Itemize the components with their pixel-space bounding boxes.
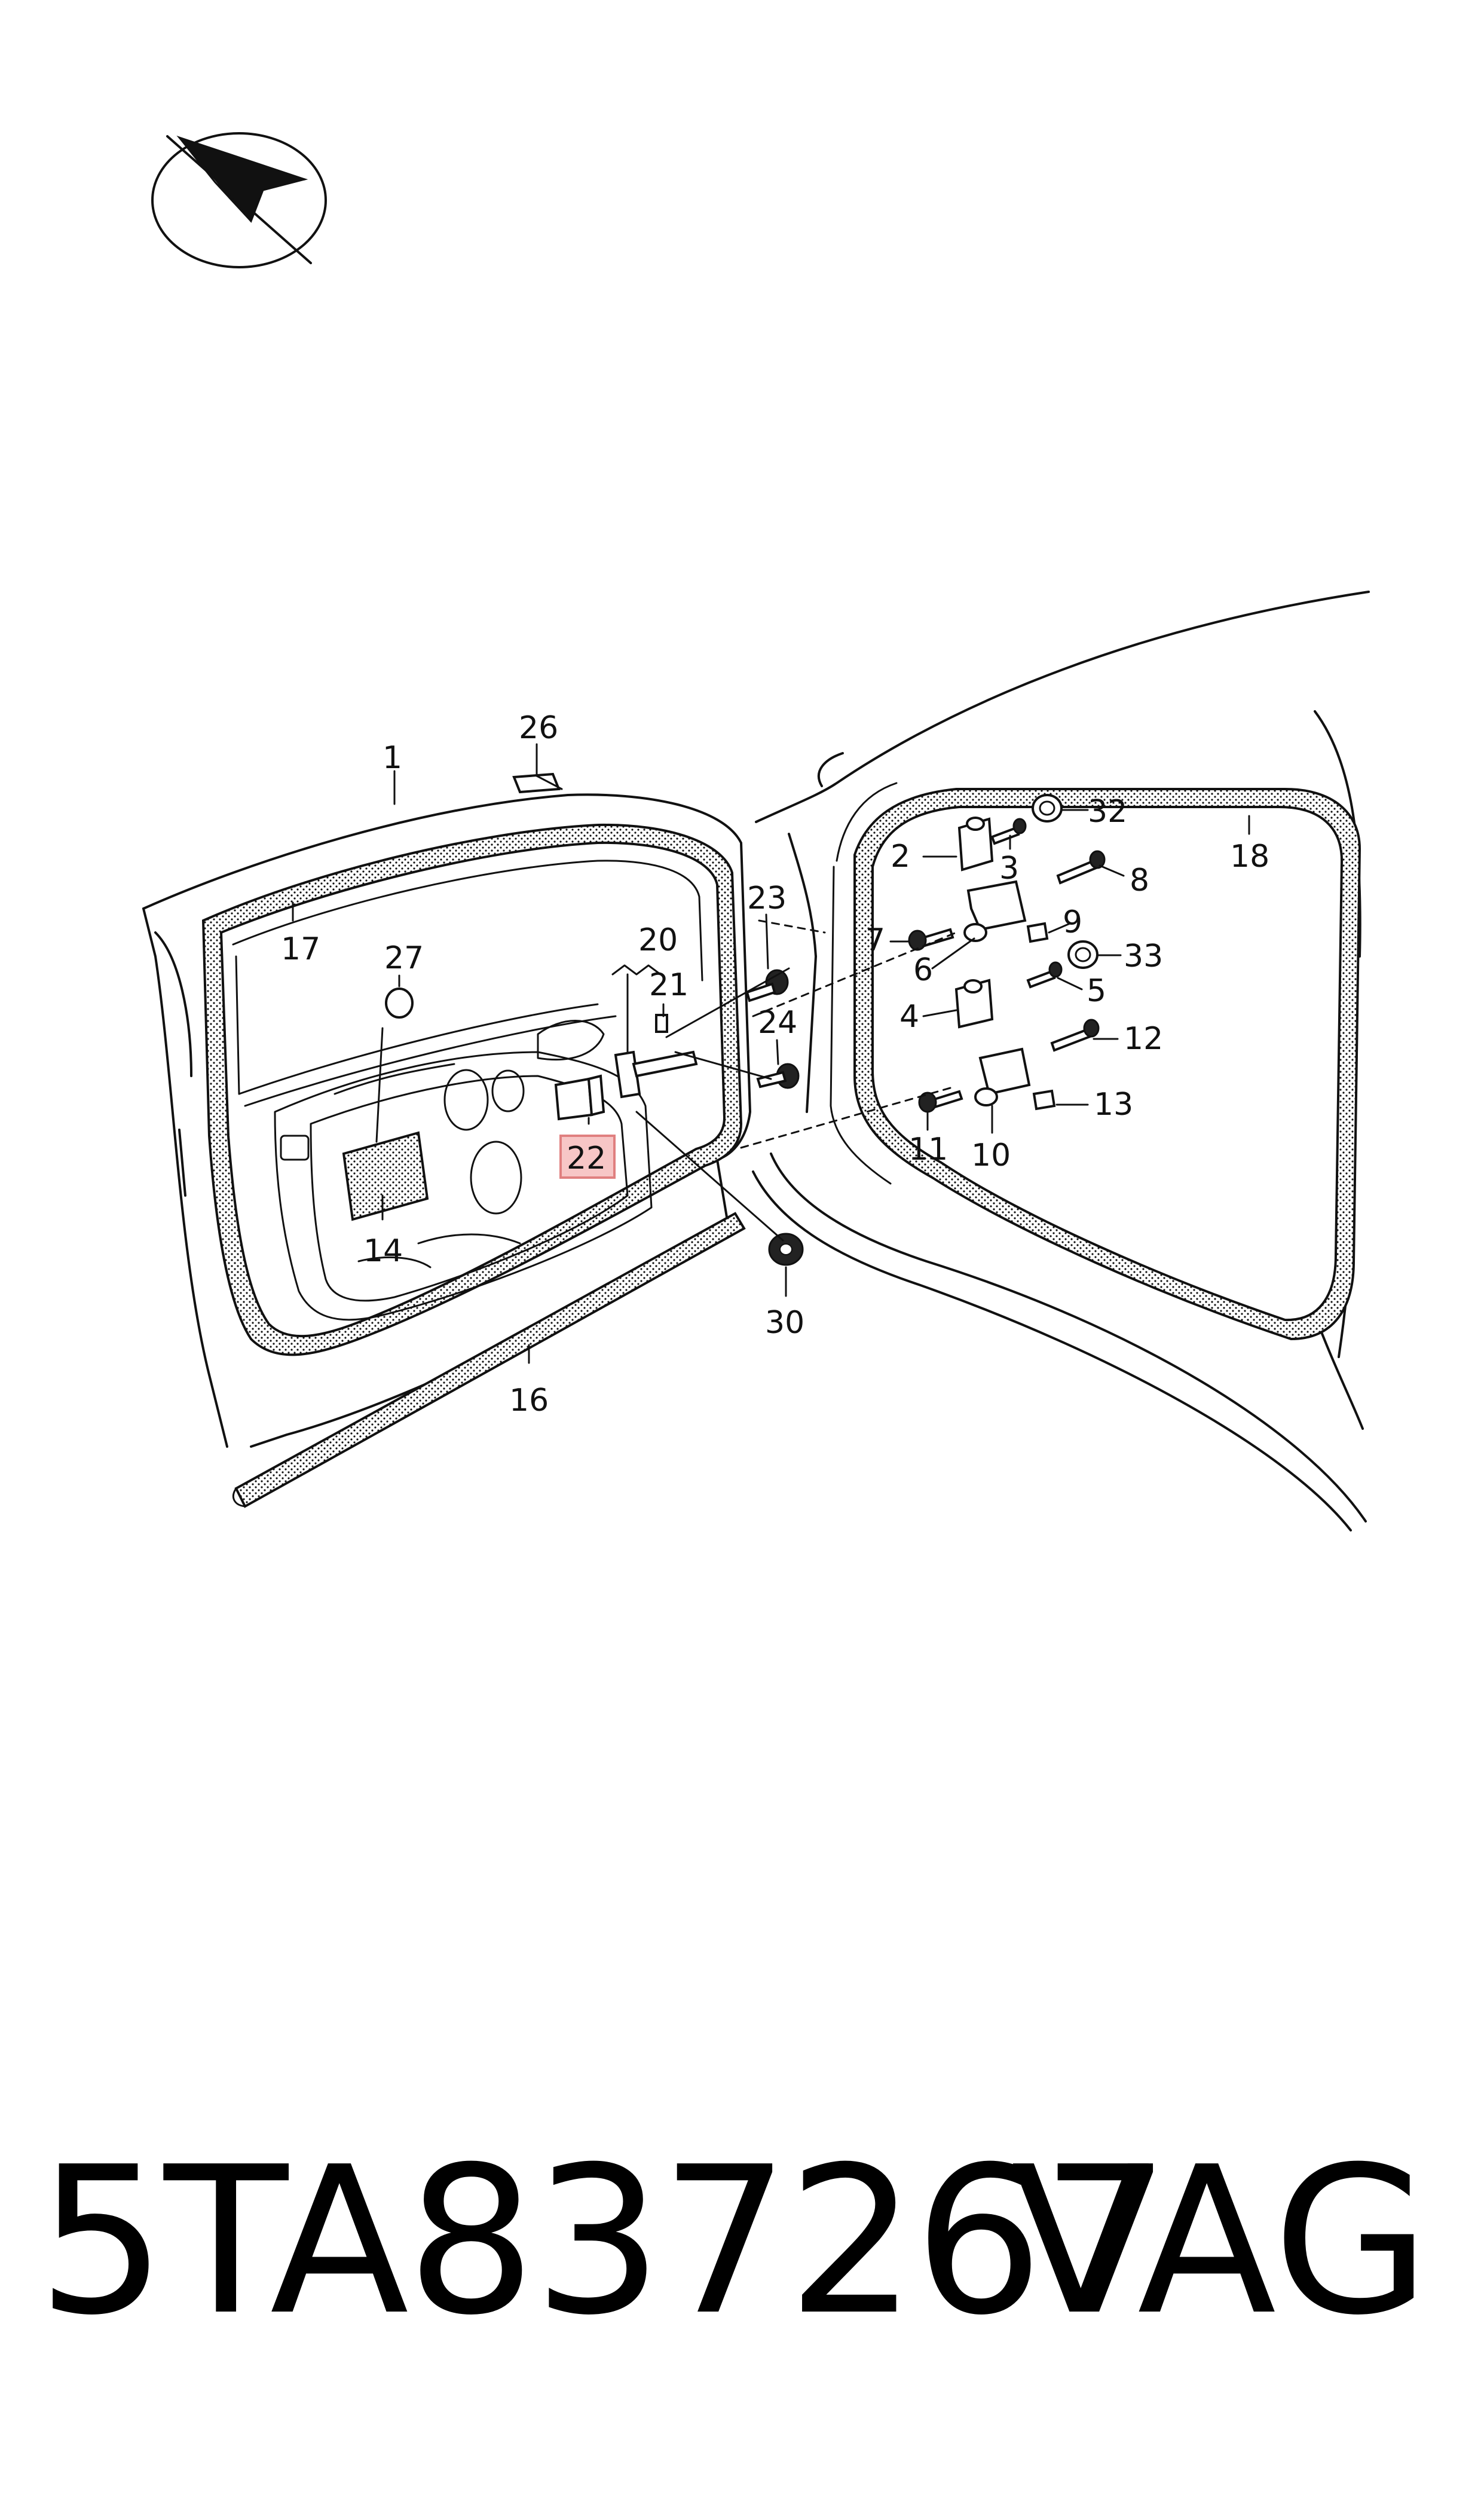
car-body-outline	[752, 591, 1370, 1531]
hinge-hardware	[908, 794, 1106, 1113]
callout-7: 7	[865, 922, 885, 958]
callout-4: 4	[899, 999, 919, 1035]
callout-30: 30	[765, 1305, 804, 1341]
callout-10: 10	[971, 1138, 1011, 1173]
callout-26: 26	[519, 710, 558, 746]
callout-13: 13	[1094, 1087, 1133, 1123]
callout-16: 16	[509, 1383, 549, 1419]
orientation-emblem-icon	[151, 132, 327, 268]
callout-18: 18	[1230, 839, 1269, 875]
callout-12: 12	[1124, 1021, 1163, 1057]
callout-2: 2	[891, 839, 910, 875]
callout-1: 1	[383, 740, 402, 776]
callout-3: 3	[999, 851, 1019, 886]
brand-label: VAG	[1011, 2123, 1430, 2360]
callout-23: 23	[747, 881, 787, 916]
callout-8: 8	[1130, 863, 1149, 898]
callout-5: 5	[1087, 973, 1106, 1009]
highlight-box-22	[559, 1135, 616, 1179]
callout-17: 17	[281, 931, 320, 967]
callout-6: 6	[913, 952, 933, 988]
part-number: 5TA837267	[37, 2123, 1170, 2360]
callout-27: 27	[384, 940, 424, 976]
callout-11: 11	[908, 1132, 948, 1167]
exploded-parts-diagram: 1 2 3 4 5 6 7 8 9 10 11 12 13 14 16 17 1…	[142, 132, 1370, 1531]
callout-21: 21	[649, 967, 689, 1003]
door-shell	[142, 793, 751, 1508]
callout-24: 24	[758, 1005, 797, 1041]
callout-22: 22	[567, 1141, 606, 1176]
callout-20: 20	[638, 922, 678, 958]
callout-14: 14	[363, 1233, 403, 1269]
callout-32: 32	[1088, 794, 1127, 830]
leader-lines	[292, 743, 1250, 1364]
callout-33: 33	[1124, 938, 1163, 974]
door-hardware	[342, 772, 804, 1266]
callout-9: 9	[1063, 904, 1082, 940]
callout-labels: 1 2 3 4 5 6 7 8 9 10 11 12 13 14 16 17 1…	[281, 710, 1269, 1419]
